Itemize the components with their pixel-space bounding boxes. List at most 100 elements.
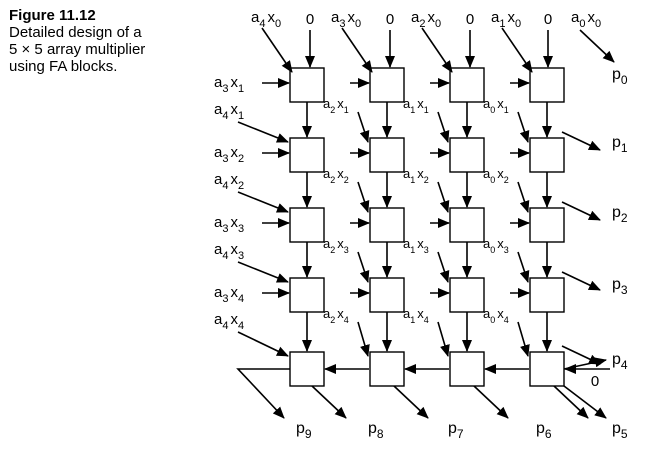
internal-label-subscript: 0 [490,245,495,255]
product-output-arrow [561,271,601,291]
carry-diagonal-arrow [517,251,530,283]
top-input-label-subscript: 0 [275,18,281,30]
internal-label-subscript: 2 [330,245,335,255]
output-arrow-p0 [579,29,615,63]
product-output-label-subscript: 5 [621,427,628,441]
left-input-label-subscript: 3 [222,153,228,165]
zero-input-label: 0 [466,11,474,28]
diagonal-input-arrow [261,27,293,73]
product-output-arrow [563,385,607,419]
fa-block [289,207,325,243]
fa-block [449,207,485,243]
diag-input-arrow [237,261,289,283]
zero-input-label: 0 [591,373,599,390]
product-output-arrow [561,345,601,365]
diag-input-arrow [237,191,289,213]
fa-block [289,67,325,103]
zero-input-label: 0 [306,11,314,28]
figure-caption: Figure 11.12 Detailed design of a 5 × 5 … [9,7,209,75]
product-output-arrow [393,385,429,419]
fa-block [449,351,485,387]
carry-diagonal-arrow [517,111,530,143]
internal-label-subscript: 3 [424,245,429,255]
fa-block [529,207,565,243]
product-output-label-subscript: 1 [621,141,628,155]
fa-block [369,277,405,313]
carry-out-arrow [236,368,290,419]
carry-diagonal-arrow [437,251,450,283]
top-input-label-subscript: 2 [419,18,425,30]
top-input-label-subscript: 0 [515,18,521,30]
product-output-label-subscript: 4 [621,358,628,372]
left-input-label-subscript: 3 [222,83,228,95]
fa-block [529,351,565,387]
diag-input-arrow [237,121,289,143]
fa-block [449,277,485,313]
product-output-label: p7 [448,420,464,441]
product-output-arrow [473,385,509,419]
caption-line: Detailed design of a [9,24,142,41]
caption-line: 5 × 5 array multiplier [9,41,146,58]
internal-label-subscript: 1 [410,245,415,255]
internal-label-subscript: 0 [490,105,495,115]
fa-block [529,67,565,103]
product-output-label-subscript: 2 [621,211,628,225]
product-output-arrow [561,131,601,151]
diag-input-label-subscript: 4 [222,180,228,192]
top-input-label-subscript: 0 [355,18,361,30]
product-output-label-subscript: 9 [305,427,312,441]
internal-label-subscript: 0 [490,175,495,185]
carry-diagonal-arrow [437,111,450,143]
diag-input-label-subscript: 4 [222,320,228,332]
left-input-label-subscript: 2 [238,153,244,165]
internal-label-subscript: 1 [344,105,349,115]
diagonal-input-arrow [421,27,453,73]
internal-label-subscript: 1 [410,315,415,325]
product-output-label-subscript: 0 [621,73,628,87]
caption-line: using FA blocks. [9,58,118,75]
left-input-label-subscript: 3 [222,223,228,235]
internal-label-subscript: 1 [424,105,429,115]
fa-block [449,137,485,173]
internal-label-subscript: 2 [330,175,335,185]
internal-label-subscript: 3 [504,245,509,255]
diag-input-label-subscript: 3 [238,250,244,262]
product-output-arrow [553,385,589,419]
product-output-label-subscript: 6 [545,427,552,441]
product-output-label-subscript: 3 [621,283,628,297]
fa-block [449,67,485,103]
product-output-label: p3 [612,276,628,297]
product-output-label: p2 [612,204,628,225]
fa-block [369,67,405,103]
carry-diagonal-arrow [357,111,370,143]
left-input-label-subscript: 3 [238,223,244,235]
top-input-label-subscript: 0 [435,18,441,30]
fa-block [369,207,405,243]
internal-label-subscript: 2 [344,175,349,185]
diag-input-arrow [237,331,289,357]
product-output-label: p9 [296,420,312,441]
top-input-label-subscript: 4 [259,18,265,30]
diag-input-label-subscript: 4 [222,110,228,122]
fa-block [369,137,405,173]
fa-block [369,351,405,387]
fa-block [289,277,325,313]
fa-block [529,137,565,173]
diagonal-input-arrow [501,27,533,73]
top-input-label-subscript: 0 [579,18,585,30]
